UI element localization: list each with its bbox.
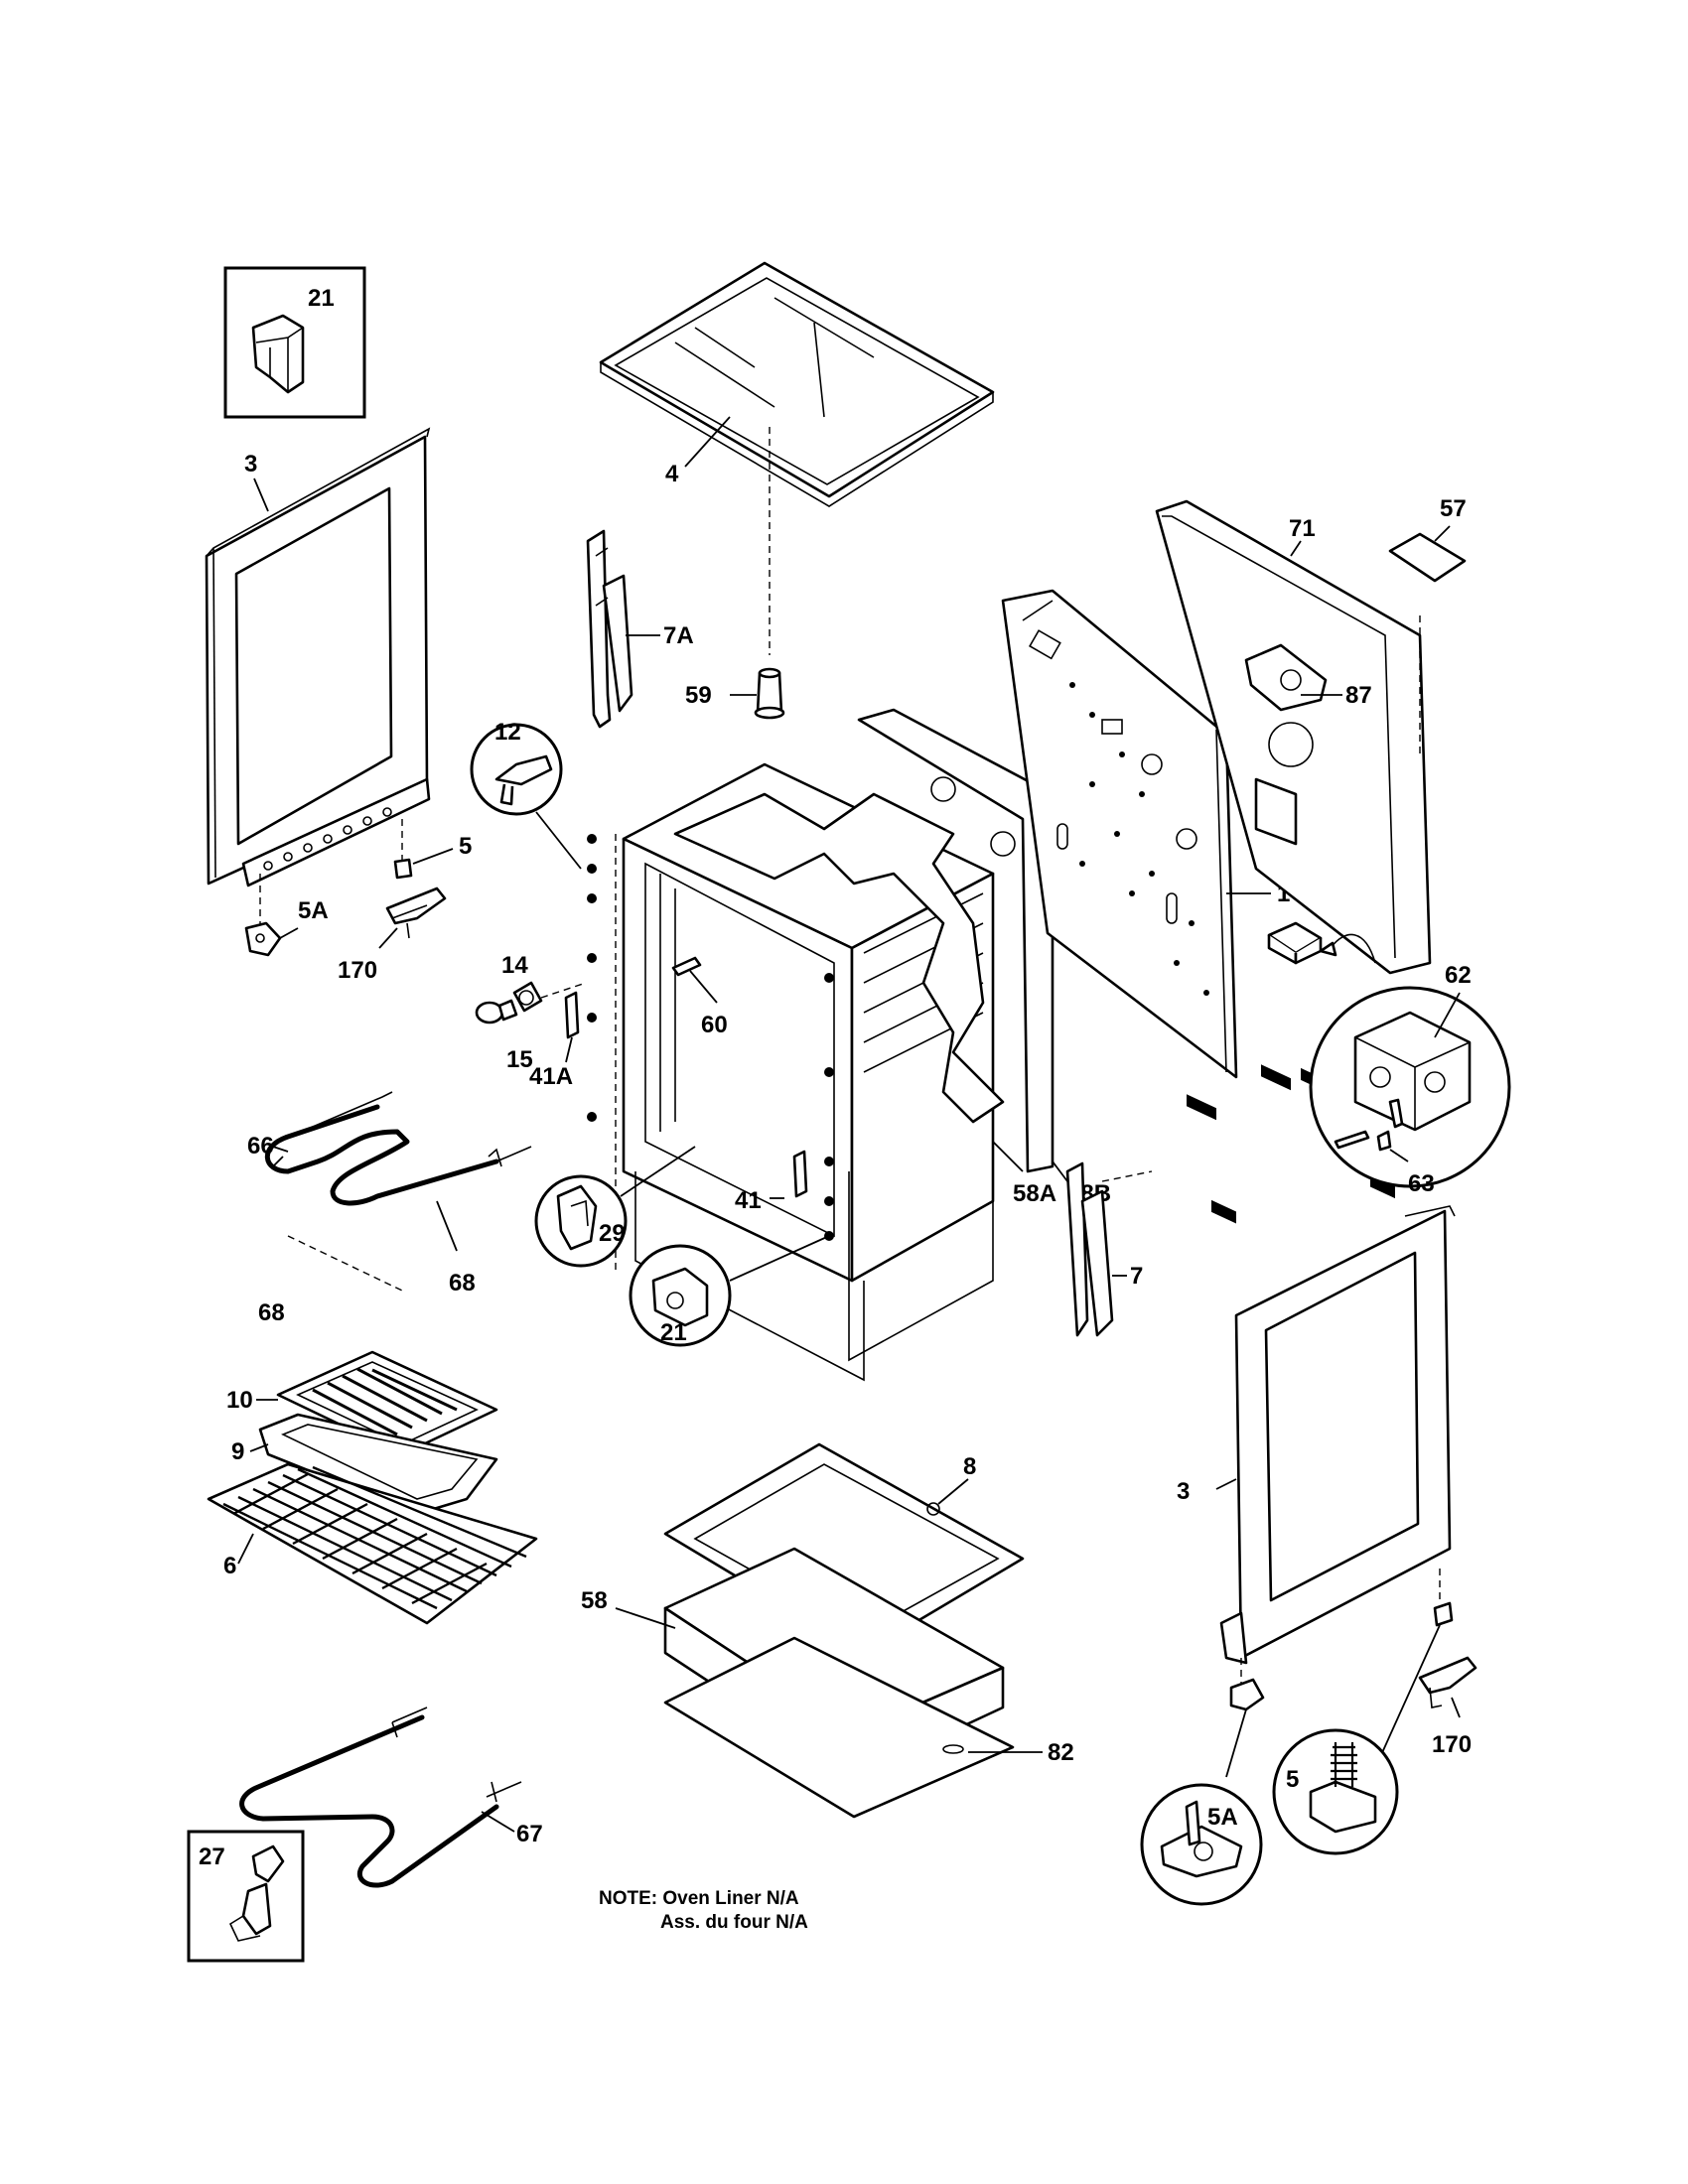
bushing-59: 59 — [685, 667, 785, 720]
label-60: 60 — [701, 1012, 728, 1038]
lamp-socket-14: 14 — [501, 952, 587, 1013]
bracket-41A: 41A — [529, 991, 580, 1090]
broil-element: 66 68 68 — [247, 1091, 532, 1326]
right-leveler-parts: 170 5 5A — [1140, 1569, 1477, 1906]
label-21-circle: 21 — [660, 1319, 687, 1346]
rear-cover: 87 71 — [1155, 499, 1432, 1224]
label-29: 29 — [599, 1220, 626, 1247]
label-10: 10 — [226, 1387, 253, 1414]
label-67: 67 — [516, 1821, 543, 1847]
label-82: 82 — [1048, 1739, 1074, 1766]
rack-rail-7: 7 — [1065, 1161, 1153, 1337]
oven-rack: 6 — [207, 1462, 538, 1625]
label-7A: 7A — [663, 622, 694, 649]
label-87: 87 — [1345, 682, 1372, 709]
label-5-left: 5 — [459, 833, 472, 860]
bracket-41: 41 — [735, 1150, 808, 1214]
label-5A-right: 5A — [1207, 1804, 1238, 1831]
terminal-block-62: 62 63 — [1267, 921, 1511, 1197]
label-7: 7 — [1130, 1263, 1143, 1290]
label-21-box: 21 — [308, 285, 335, 312]
label-6: 6 — [223, 1553, 236, 1579]
drawer-bottom: 82 — [663, 1636, 1074, 1819]
lamp-bulb-15: 15 — [475, 999, 533, 1073]
label-68b: 68 — [449, 1270, 476, 1297]
label-14: 14 — [501, 952, 528, 979]
label-27: 27 — [199, 1843, 225, 1870]
bake-element: 67 — [239, 1706, 543, 1888]
label-66: 66 — [247, 1133, 274, 1160]
label-15: 15 — [506, 1046, 533, 1073]
top-panel: 4 — [599, 261, 995, 655]
note: NOTE: Oven Liner N/A Ass. du four N/A — [599, 1888, 808, 1933]
label-63: 63 — [1408, 1170, 1435, 1197]
left-side-panel: 3 — [205, 427, 431, 887]
label-58: 58 — [581, 1587, 608, 1614]
label-5A-left: 5A — [298, 897, 329, 924]
inset-box-21: 21 — [223, 266, 366, 419]
inset-circle-12: 12 — [470, 719, 582, 870]
label-4: 4 — [665, 461, 679, 487]
inset-circle-21: 21 — [629, 1235, 830, 1347]
label-3-left: 3 — [244, 451, 257, 478]
rack-rail-7A: 7A — [586, 529, 694, 729]
label-71: 71 — [1289, 515, 1316, 542]
left-leveler-parts: 5A 5 170 — [244, 819, 472, 984]
label-68a: 68 — [258, 1299, 285, 1326]
label-57: 57 — [1440, 495, 1467, 522]
label-8: 8 — [963, 1453, 976, 1480]
label-41: 41 — [735, 1187, 762, 1214]
inset-box-27: 27 — [187, 1830, 305, 1963]
inset-circle-29: 29 — [534, 1146, 696, 1268]
right-side-panel: 3 — [1177, 1205, 1456, 1665]
label-58A: 58A — [1013, 1180, 1056, 1207]
label-12: 12 — [494, 719, 521, 746]
label-170-right: 170 — [1432, 1731, 1472, 1758]
plate-57: 57 — [1388, 495, 1467, 583]
label-9: 9 — [231, 1438, 244, 1465]
note-line-2: Ass. du four N/A — [660, 1912, 808, 1933]
drawer-front: 8 — [663, 1442, 1025, 1655]
label-5-right: 5 — [1286, 1766, 1299, 1793]
label-62: 62 — [1445, 962, 1472, 989]
label-41A: 41A — [529, 1063, 573, 1090]
label-3-right: 3 — [1177, 1478, 1190, 1505]
note-line-1: NOTE: Oven Liner N/A — [599, 1888, 799, 1909]
broiler-pan: 9 — [231, 1413, 498, 1516]
label-170-left: 170 — [338, 957, 377, 984]
label-59: 59 — [685, 682, 712, 709]
